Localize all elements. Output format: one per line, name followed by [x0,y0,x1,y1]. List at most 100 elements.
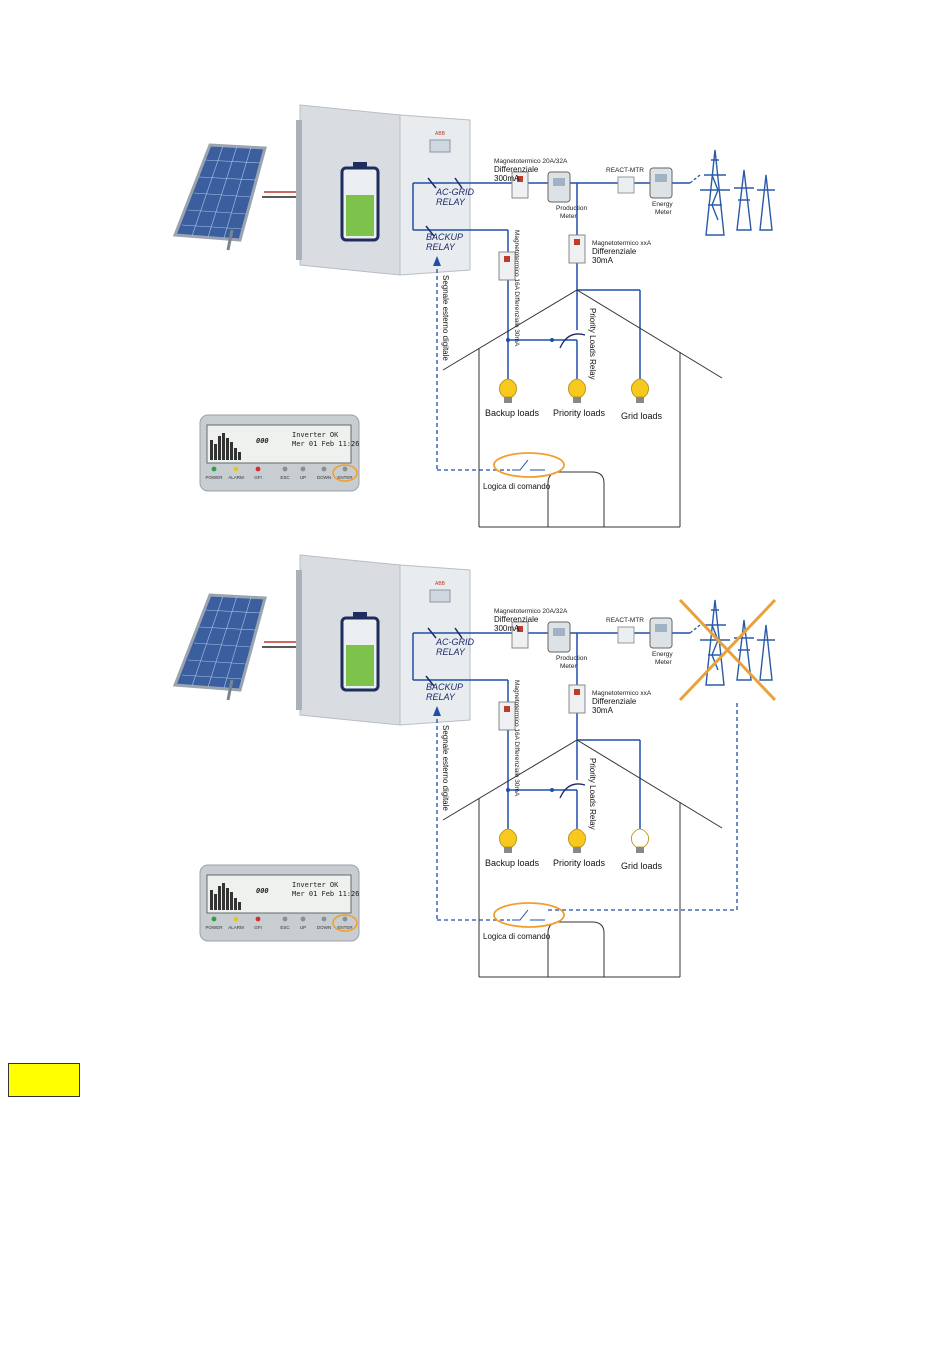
svg-text:Production: Production [556,655,587,662]
svg-text:RELAY: RELAY [426,692,456,702]
control-logic: Logica di comando [483,452,565,491]
energy-meter-icon: Energy Meter [649,617,673,666]
display-button-label: POWER [205,475,223,480]
svg-text:Grid loads: Grid loads [621,411,663,421]
svg-text:Segnale esterno digitale: Segnale esterno digitale [441,725,450,811]
backup-relay: BACKUP RELAY [412,183,470,252]
display-button-label: DOWN [317,475,331,480]
yellow-highlight-box [8,1063,80,1097]
backup-relay: BACKUP RELAY [412,633,470,702]
priority-loads-relay: Priority Loads Relay [559,758,597,830]
solar-panel-icon [172,593,300,701]
battery-icon [340,612,380,692]
house-outline [442,739,723,978]
power-pylon-icon [689,149,775,236]
svg-text:000: 000 [256,887,269,895]
inverter-display-panel: 000 Inverter OK Mer 01 Feb 11:26 POWER AL… [199,864,360,942]
display-button-label: DOWN [317,925,331,930]
solar-panel-icon [172,143,300,251]
display-button-label: GFI [254,475,262,480]
grid-loads-breaker-icon: Magnetotermico xxA Differenziale 30mA [568,234,652,265]
svg-text:300mA: 300mA [494,174,520,183]
svg-text:Logica di comando: Logica di comando [483,932,551,941]
display-button-label: ENTER [337,925,353,930]
svg-text:Inverter OK: Inverter OK [292,881,339,889]
display-button-label: ALARM [228,925,244,930]
svg-text:Inverter OK: Inverter OK [292,431,339,439]
display-button-label: UP [300,925,306,930]
svg-text:BACKUP: BACKUP [426,682,463,692]
svg-text:Segnale esterno digitale: Segnale esterno digitale [441,275,450,361]
ac-grid-relay: AC-GRID RELAY [413,177,475,207]
svg-text:Priority Loads Relay: Priority Loads Relay [588,308,597,380]
battery-icon [340,162,380,242]
svg-text:Meter: Meter [655,659,672,666]
svg-text:Magnetotermico 20A/32A: Magnetotermico 20A/32A [494,158,568,165]
svg-text:000: 000 [256,437,269,445]
svg-text:Production: Production [556,205,587,212]
svg-text:ABB: ABB [435,581,446,587]
svg-text:RELAY: RELAY [436,647,466,657]
backup-loads-breaker-icon: Magnetotermico 16A Differenziale 30mA [498,230,520,347]
inverter-icon: ABB [296,554,471,726]
main-breaker-icon: Magnetotermico 20A/32A Differenziale 300… [494,158,568,199]
digital-signal-line [436,262,510,471]
svg-text:Differenziale: Differenziale [592,247,637,256]
main-breaker-icon: Magnetotermico 20A/32A Differenziale 300… [494,608,568,649]
priority-loads-bulb-icon: Priority loads [553,828,606,868]
svg-text:Backup loads: Backup loads [485,408,540,418]
svg-text:Backup loads: Backup loads [485,858,540,868]
svg-text:Energy: Energy [652,651,673,658]
production-meter-icon: Production Meter [547,621,587,670]
svg-text:Meter: Meter [560,663,577,670]
svg-text:30mA: 30mA [592,706,614,715]
display-button-label: UP [300,475,306,480]
inverter-icon: ABB [296,104,471,276]
svg-text:REACT-MTR: REACT-MTR [606,167,644,174]
energy-meter-icon: Energy Meter [649,167,673,216]
svg-text:Magnetotermico xxA: Magnetotermico xxA [592,240,652,247]
svg-text:Differenziale: Differenziale [494,165,539,174]
svg-text:Meter: Meter [655,209,672,216]
display-button-label: GFI [254,925,262,930]
svg-text:ABB: ABB [435,131,446,137]
svg-text:Mer 01 Feb 11:26: Mer 01 Feb 11:26 [292,440,359,448]
svg-text:RELAY: RELAY [426,242,456,252]
enter-button-highlight [332,464,358,482]
control-logic: Logica di comando [483,902,565,941]
backup-loads-bulb-icon: Backup loads [485,828,540,868]
display-button-label: ALARM [228,475,244,480]
diagram-grid-connected: ABB AC-GRID RELAY BACKUP RELAY [0,80,950,540]
svg-text:30mA: 30mA [592,256,614,265]
grid-failure-cross-icon [678,598,777,702]
enter-button-highlight [332,914,358,932]
svg-text:AC-GRID: AC-GRID [435,637,475,647]
display-button-label: ENTER [337,475,353,480]
svg-text:RELAY: RELAY [436,197,466,207]
digital-signal-line [436,700,738,921]
svg-text:Magnetotermico 20A/32A: Magnetotermico 20A/32A [494,608,568,615]
display-button-label: ESC [280,925,290,930]
svg-text:Logica di comando: Logica di comando [483,482,551,491]
production-meter-icon: Production Meter [547,171,587,220]
backup-loads-breaker-icon: Magnetotermico 16A Differenziale 30mA [498,680,520,797]
inverter-display-panel: 000 Inverter OK Mer 01 Feb 11:26 POWER AL… [199,414,360,492]
priority-loads-bulb-icon: Priority loads [553,378,606,418]
svg-text:Magnetotermico xxA: Magnetotermico xxA [592,690,652,697]
svg-text:Differenziale: Differenziale [494,615,539,624]
display-button-label: ESC [280,475,290,480]
ac-grid-relay: AC-GRID RELAY [413,627,475,657]
svg-text:Magnetotermico 16A Differenzia: Magnetotermico 16A Differenziale 30mA [513,680,520,797]
react-mtr-icon: REACT-MTR [606,167,644,194]
svg-text:Mer 01 Feb 11:26: Mer 01 Feb 11:26 [292,890,359,898]
display-button-label: POWER [205,925,223,930]
svg-text:Energy: Energy [652,201,673,208]
svg-text:300mA: 300mA [494,624,520,633]
react-mtr-icon: REACT-MTR [606,617,644,644]
grid-loads-bulb-icon: Grid loads [621,828,663,871]
svg-text:Priority loads: Priority loads [553,858,606,868]
priority-loads-relay: Priority Loads Relay [559,308,597,380]
svg-text:Meter: Meter [560,213,577,220]
svg-text:AC-GRID: AC-GRID [435,187,475,197]
backup-loads-bulb-icon: Backup loads [485,378,540,418]
